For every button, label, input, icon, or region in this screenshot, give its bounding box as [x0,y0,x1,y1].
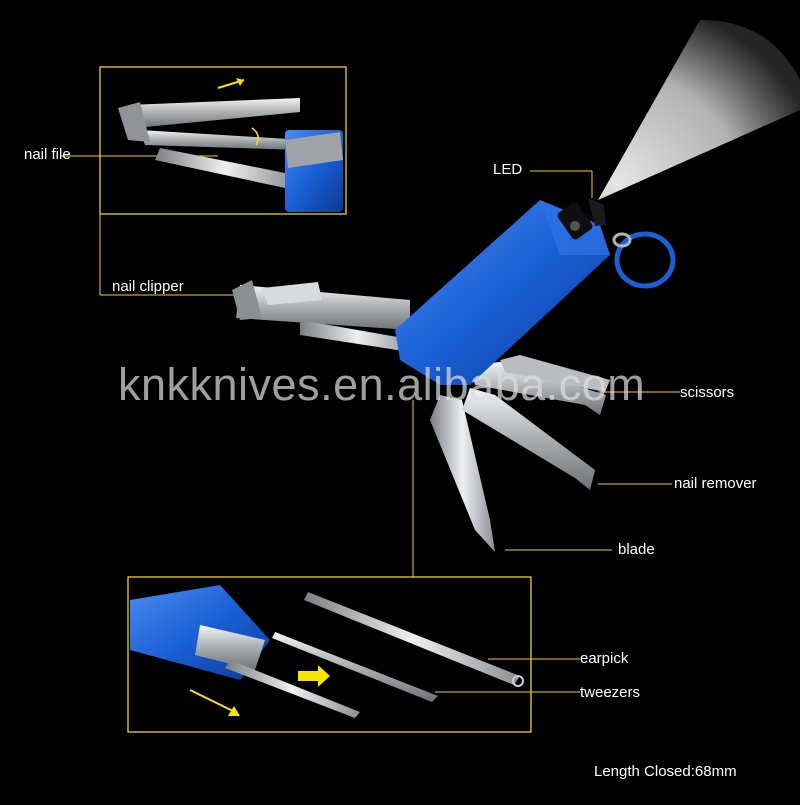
label-earpick: earpick [580,650,629,667]
earpick-detail-frame [127,576,532,733]
label-led: LED [493,161,523,178]
label-length-closed: Length Closed:68mm [594,763,737,780]
label-nail-clipper: nail clipper [112,278,184,295]
watermark-text: knkknives.en.alibaba.com [118,359,646,410]
label-tweezers: tweezers [580,684,641,701]
nail-file-detail-frame [99,66,347,215]
label-blade: blade [618,541,655,558]
label-nail-remover: nail remover [674,475,757,492]
main-multitool [232,198,676,552]
inset-earpick-tweezers [130,585,524,718]
label-scissors: scissors [680,384,735,401]
inset-nail-clipper [118,78,343,212]
label-nail-file: nail file [24,146,71,163]
led-light-beam [598,20,800,200]
callout-lines [60,155,680,693]
